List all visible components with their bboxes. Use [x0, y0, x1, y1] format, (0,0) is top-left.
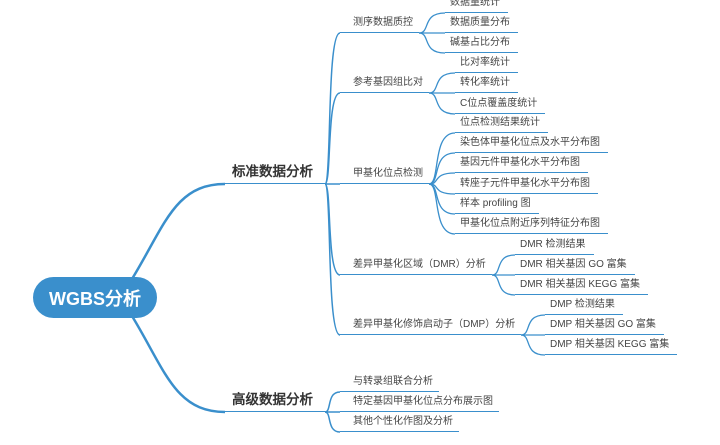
topic-node[interactable]: 其他个性化作图及分析 — [340, 414, 459, 432]
connector-line — [324, 391, 341, 413]
subtopic-node[interactable]: DMR 检测结果 — [515, 237, 594, 255]
subtopic-node[interactable]: 基因元件甲基化水平分布图 — [455, 155, 588, 173]
root-connector-line — [130, 182, 226, 280]
connector-line — [418, 12, 446, 34]
topic-node[interactable]: 与转录组联合分析 — [340, 374, 439, 392]
subtopic-node[interactable]: DMR 相关基因 KEGG 富集 — [515, 277, 649, 295]
subtopic-node[interactable]: 转座子元件甲基化水平分布图 — [455, 176, 598, 194]
subtopic-node[interactable]: DMP 检测结果 — [545, 297, 623, 315]
root-connector-line — [130, 315, 226, 414]
connector-line — [324, 92, 341, 185]
subtopic-node[interactable]: 碱基占比分布 — [445, 35, 518, 53]
subtopic-node[interactable]: 染色体甲基化位点及水平分布图 — [455, 135, 608, 153]
root-node[interactable]: WGBS分析 — [33, 277, 157, 318]
subtopic-node[interactable]: DMP 相关基因 KEGG 富集 — [545, 337, 678, 355]
subtopic-node[interactable]: C位点覆盖度统计 — [455, 96, 546, 114]
subtopic-node[interactable]: 位点检测结果统计 — [455, 115, 548, 133]
subtopic-node[interactable]: 甲基化位点附近序列特征分布图 — [455, 216, 608, 234]
connector-line — [428, 92, 456, 115]
connector-line — [324, 411, 341, 433]
topic-node[interactable]: 参考基因组比对 — [340, 75, 429, 93]
connector-line — [428, 183, 456, 235]
connector-line — [428, 183, 456, 215]
topic-node[interactable]: 特定基因甲基化位点分布展示图 — [340, 394, 499, 412]
branch-node[interactable]: 高级数据分析 — [220, 390, 325, 412]
branch-node[interactable]: 标准数据分析 — [220, 162, 325, 184]
connector-line — [324, 183, 341, 336]
topic-node[interactable]: 差异甲基化区域（DMR）分析 — [340, 257, 492, 275]
connector-line — [491, 274, 516, 296]
subtopic-node[interactable]: 数据量统计 — [445, 0, 508, 13]
connector-line — [428, 152, 456, 185]
topic-node[interactable]: 差异甲基化修饰启动子（DMP）分析 — [340, 317, 522, 335]
subtopic-node[interactable]: 转化率统计 — [455, 75, 518, 93]
connector-line — [491, 254, 516, 276]
connector-line — [428, 72, 456, 94]
topic-node[interactable]: 测序数据质控 — [340, 15, 419, 33]
subtopic-node[interactable]: DMP 相关基因 GO 富集 — [545, 317, 664, 335]
subtopic-node[interactable]: DMR 相关基因 GO 富集 — [515, 257, 635, 275]
topic-node[interactable]: 甲基化位点检测 — [340, 166, 429, 184]
subtopic-node[interactable]: 数据质量分布 — [445, 15, 518, 33]
connector-line — [520, 314, 546, 336]
subtopic-node[interactable]: 样本 profiling 图 — [455, 196, 539, 214]
connector-line — [418, 32, 446, 54]
connector-line — [520, 334, 546, 356]
subtopic-node[interactable]: 比对率统计 — [455, 55, 518, 73]
